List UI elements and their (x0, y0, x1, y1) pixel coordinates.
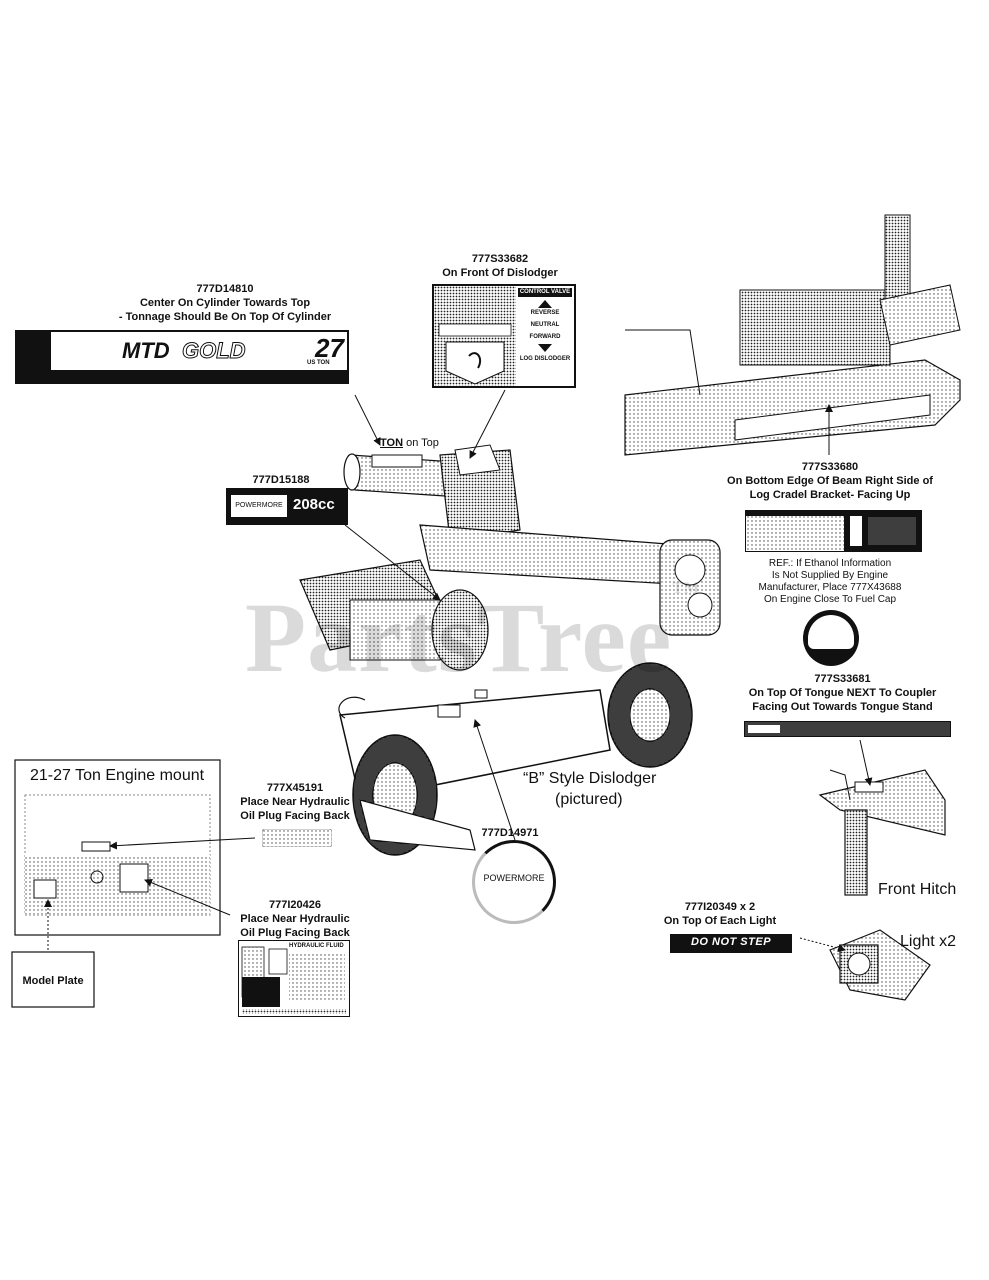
b-style-dislodger-label: “B” Style Dislodger (523, 770, 657, 787)
control-valve-header: CONTROL VALVE (518, 288, 572, 297)
callout-line: Facing Out Towards Tongue Stand (752, 701, 933, 713)
ref-line: Manufacturer, Place 777X43688 (758, 582, 902, 593)
engine-code-text: 208cc (293, 496, 335, 513)
watermark: PartsTreeTM (245, 580, 701, 693)
powermore-208cc-decal: POWERMORE 208cc (226, 488, 348, 525)
part-number: 777D14810 (196, 283, 254, 295)
ton-word: TON (380, 437, 404, 449)
ref-line: On Engine Close To Fuel Cap (763, 594, 897, 605)
pointer-line (344, 524, 441, 601)
ethanol-reference-note: REF.: If Ethanol Information Is Not Supp… (745, 558, 915, 606)
arrow-up-icon (538, 300, 552, 308)
ref-line: Is Not Supplied By Engine (771, 570, 889, 581)
engine-mount-title: 21-27 Ton Engine mount (30, 767, 205, 784)
neutral-label: NEUTRAL (530, 322, 560, 328)
callout-line: Oil Plug Facing Back (240, 927, 350, 939)
mtd-brand-text: MTD (122, 338, 170, 363)
part-number: 777X45191 (266, 782, 324, 794)
log-dislodger-label: LOG DISLODGER (519, 356, 571, 362)
callout-line: On Bottom Edge Of Beam Right Side of (727, 475, 933, 487)
callout-777d14810: 777D14810 Center On Cylinder Towards Top… (100, 282, 350, 324)
reverse-label: REVERSE (530, 310, 560, 316)
mtd-gold-decal: MTD GOLD 27 US TON (15, 330, 349, 384)
on-top-word: on Top (403, 437, 439, 449)
hydraulic-fluid-decal: HYDRAULIC FLUID (238, 940, 350, 1017)
ref-line: REF.: If Ethanol Information (768, 558, 892, 569)
callout-777i20426: 777I20426 Place Near Hydraulic Oil Plug … (225, 898, 365, 940)
control-valve-decal: CONTROL VALVE REVERSE NEUTRAL FORWARD LO… (432, 284, 576, 388)
callout-777d15188: 777D15188 (236, 473, 326, 487)
callout-line: On Front Of Dislodger (442, 267, 558, 279)
pointer-line (354, 394, 381, 446)
callout-line: Log Cradel Bracket- Facing Up (749, 489, 911, 501)
callout-777s33681: 777S33681 On Top Of Tongue NEXT To Coupl… (715, 672, 970, 714)
light-drawing (829, 929, 931, 1001)
model-plate-box (11, 951, 95, 1008)
part-number: 777S33680 (801, 461, 859, 473)
model-plate-label: Model Plate (22, 975, 84, 987)
part-number: 777D14971 (481, 827, 539, 839)
ethanol-round-decal (803, 610, 859, 666)
callout-line: Center On Cylinder Towards Top (139, 297, 311, 309)
powermore-round-logo: POWERMORE (483, 873, 545, 883)
powermore-round-decal: POWERMORE (472, 840, 556, 924)
callout-line: Place Near Hydraulic (240, 796, 350, 808)
pointer-line (144, 878, 231, 916)
callout-777s33680: 777S33680 On Bottom Edge Of Beam Right S… (700, 460, 960, 502)
pointer-line (473, 719, 516, 841)
engine-mount-inset (14, 759, 221, 936)
callout-777d14971: 777D14971 (470, 826, 550, 840)
front-hitch-drawing (818, 769, 946, 896)
part-number: 777S33681 (814, 673, 871, 685)
pointer-line (469, 389, 506, 459)
callout-line: - Tonnage Should Be On Top Of Cylinder (118, 311, 332, 323)
light-label: Light x2 (900, 933, 957, 950)
tonnage-number: 27 (315, 333, 344, 363)
part-number: 777D15188 (252, 474, 310, 486)
callout-line: On Top Of Each Light (663, 915, 777, 927)
beam-warning-decal (745, 510, 922, 552)
log-splitter-drawing (299, 444, 721, 856)
pictured-label: (pictured) (555, 791, 623, 808)
part-number: 777S33682 (471, 253, 529, 265)
tongue-warning-decal (744, 721, 951, 737)
forward-label: FORWARD (529, 334, 561, 340)
callout-777i20349: 777I20349 x 2 On Top Of Each Light (650, 900, 790, 928)
part-number: 777I20349 x 2 (684, 901, 756, 913)
do-not-step-decal: DO NOT STEP (670, 934, 792, 953)
callout-777x45191: 777X45191 Place Near Hydraulic Oil Plug … (225, 781, 365, 823)
do-not-step-text: DO NOT STEP (690, 936, 772, 948)
pointer-line (109, 837, 256, 850)
callout-line: Place Near Hydraulic (240, 913, 350, 925)
pointer-line (859, 739, 873, 786)
beam-detail-drawing (624, 214, 961, 456)
hydraulic-plug-strip-decal (262, 829, 332, 847)
callout-777s33682: 777S33682 On Front Of Dislodger (420, 252, 580, 280)
arrow-down-icon (538, 344, 552, 352)
powermore-small-logo: POWERMORE (231, 495, 287, 517)
callout-line: On Top Of Tongue NEXT To Coupler (748, 687, 937, 699)
part-number: 777I20426 (269, 899, 321, 911)
us-ton-text: US TON (307, 360, 330, 366)
hydraulic-fluid-title: HYDRAULIC FLUID (289, 943, 344, 949)
mtd-gold-text: GOLD (182, 338, 247, 364)
front-hitch-label: Front Hitch (878, 881, 957, 898)
callout-line: Oil Plug Facing Back (240, 810, 350, 822)
ton-on-top-note: TON on Top (380, 436, 470, 450)
